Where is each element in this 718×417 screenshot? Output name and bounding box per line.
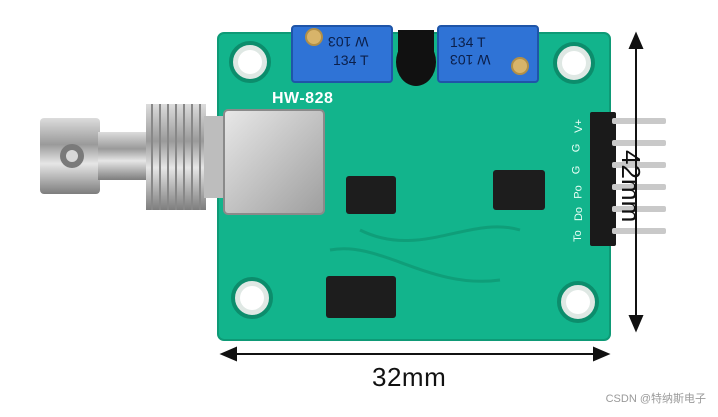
mounting-hole xyxy=(553,42,595,84)
trim-potentiometer-left xyxy=(291,25,393,83)
watermark-text: CSDN @特纳斯电子 xyxy=(605,393,706,405)
ic-chip xyxy=(346,176,396,214)
mounting-hole xyxy=(557,281,599,323)
pot-left-marking-2: 134 T xyxy=(333,52,369,68)
width-dimension-label: 32mm xyxy=(372,362,447,392)
pot-right-marking-2: W 103 xyxy=(450,52,491,68)
pin-label-g1: G xyxy=(570,143,583,153)
transistor-component xyxy=(396,30,436,86)
pin-label-to: To xyxy=(571,230,584,242)
height-dimension-line xyxy=(628,31,644,333)
pin-label-do: Do xyxy=(573,206,586,222)
pot-left-marking-1: W 103 xyxy=(328,34,369,50)
ic-chip xyxy=(493,170,545,210)
pin-label-po: Po xyxy=(572,185,585,199)
pcb-trace xyxy=(359,225,521,242)
trim-potentiometer-right xyxy=(437,25,539,83)
height-dimension-label: 42mm xyxy=(616,150,646,223)
width-dimension-line xyxy=(219,346,611,362)
board-model-label: HW-828 xyxy=(272,90,334,107)
pcb-trace xyxy=(329,247,501,283)
mounting-hole xyxy=(229,41,271,83)
ic-chip xyxy=(326,276,396,318)
pin-label-vplus: V+ xyxy=(572,119,585,133)
pin-header xyxy=(590,112,666,246)
mounting-hole xyxy=(231,277,273,319)
pin-label-g2: G xyxy=(570,165,583,175)
pot-right-marking-1: 134 T xyxy=(450,34,486,50)
bnc-connector xyxy=(40,104,325,215)
